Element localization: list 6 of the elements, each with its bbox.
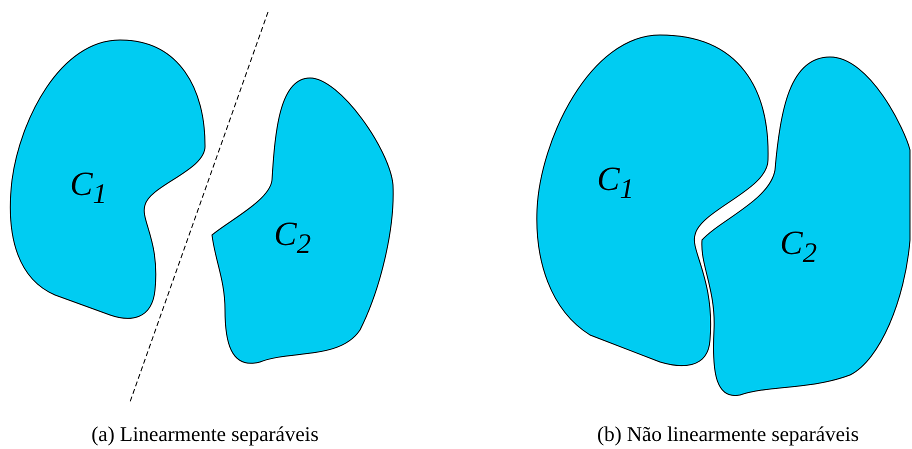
- class-label: C$_{1}$: [597, 163, 634, 204]
- class-label: C$_{2}$: [274, 218, 311, 260]
- subfigure-caption: (a) Linearmente separáveis: [91, 422, 319, 447]
- class-label: C$_{1}$: [70, 168, 107, 210]
- subfigure-caption: (b) Não linearmente separáveis: [597, 422, 859, 447]
- class-label: C$_{2}$: [780, 227, 817, 268]
